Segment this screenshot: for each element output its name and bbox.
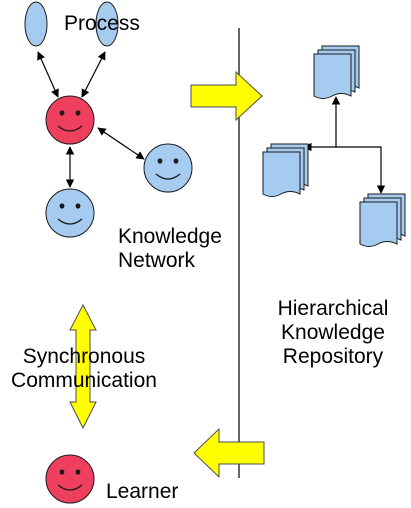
process-node-left [24,1,48,47]
yellow-arrow-right [190,70,263,122]
yellow-arrow-left [193,427,265,479]
knowledge-network-label-line-1: Knowledge [118,225,222,248]
knowledge-network-label: Knowledge Network [118,225,222,273]
link-red-to-process-right [81,51,106,98]
blue-smiley-right [143,143,193,193]
learner-label: Learner [106,480,179,503]
red-smiley-learner [45,454,95,504]
link-red-to-blue-right [97,127,145,160]
repository-label-line-3: Repository [282,345,384,368]
tree-branch-right [336,146,386,194]
red-smiley-network [45,95,95,145]
knowledge-network-label-line-2: Network [118,249,196,272]
link-red-to-process-left [37,51,59,98]
repository-label-line-2: Knowledge [281,321,385,344]
doc-stack-right [359,193,406,247]
repository-label-line-1: Hierarchical [277,297,389,320]
repository-label: Hierarchical Knowledge Repository [264,297,402,369]
doc-stack-left [262,143,309,197]
process-node-right [95,1,119,47]
blue-smiley-bottom [45,188,95,238]
process-label: Process [64,12,140,35]
yellow-double-arrow [69,303,97,430]
sync-communication-label-line-1: Synchronous [22,345,146,368]
doc-stack-top [313,45,360,99]
sync-communication-label: Synchronous Communication [0,345,168,393]
sync-communication-label-line-2: Communication [11,369,157,392]
